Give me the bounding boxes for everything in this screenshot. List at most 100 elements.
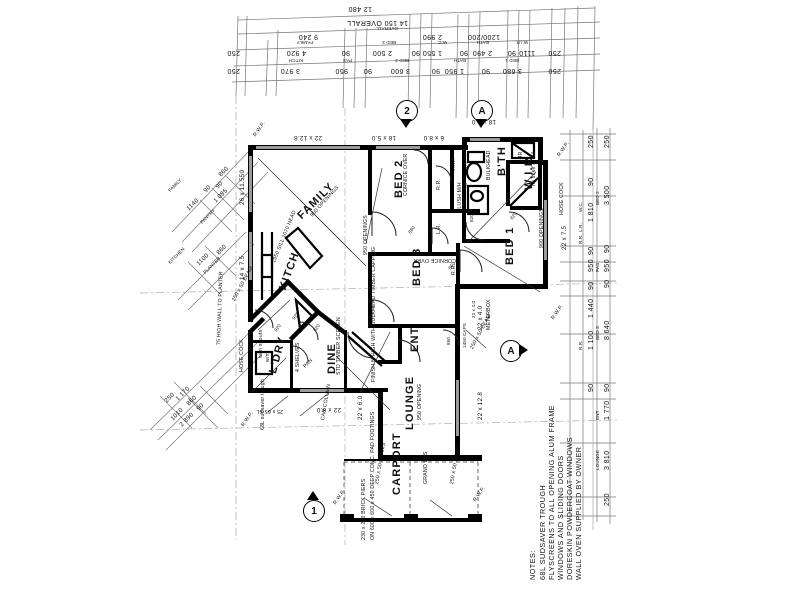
dim-top-r4-0: 250 bbox=[227, 67, 240, 74]
annotation-grano: GRANO B-/S bbox=[423, 451, 429, 484]
window-label-w-dine: 22 x 6.0 bbox=[316, 406, 341, 413]
wall-bed3-hall bbox=[368, 256, 372, 328]
room-label-lounge: LOUNGE bbox=[404, 375, 416, 430]
section-marker-arrow bbox=[519, 344, 528, 356]
dim-right-c0-6: 90 bbox=[604, 383, 611, 392]
room-label-bed3: BED 3 bbox=[411, 247, 423, 286]
annotation-hall-cornice: CORNICE OVER bbox=[413, 257, 456, 263]
dim-right-c1-1: 90 bbox=[588, 177, 595, 186]
annotation-ldry-spouts: w/m spouts bbox=[258, 329, 264, 358]
dim-top-r4-9: 250 bbox=[548, 67, 561, 74]
section-marker-1[interactable]: 1 bbox=[303, 491, 325, 522]
wall-ent-top bbox=[398, 324, 458, 328]
annotation-rwp-6: R.W.P. bbox=[550, 303, 565, 321]
dim-top-tag-10: BED 1 bbox=[505, 58, 519, 63]
window-label-w-left2: 14 x 7.5 bbox=[239, 255, 246, 280]
dim-top-r4-3: 90 bbox=[363, 67, 372, 74]
wall-family-bed2 bbox=[368, 149, 372, 215]
dim-right-c1-8: 90 bbox=[588, 383, 595, 392]
dim-top-r0-0: 12 480 bbox=[348, 5, 372, 12]
notes-line-3: DORESKIN POWDERCOAT WINDOWS bbox=[565, 436, 574, 580]
dim-top-tag-2: BED 2 bbox=[382, 40, 396, 45]
dim-top-r4-4: 3 600 bbox=[390, 67, 410, 74]
window-label-w-family: 22 x 12.8 bbox=[293, 134, 322, 141]
dim-interior-7: 900 bbox=[461, 182, 469, 192]
wall-ent-lounge bbox=[378, 360, 402, 364]
dim-top-r3-5: 1 550 bbox=[422, 49, 442, 56]
room-label-bed1: BED 1 bbox=[504, 226, 516, 265]
dim-left-tag-0: PANTRY bbox=[199, 207, 217, 225]
annotation-lounge-capping: FINISH 8' HIGH WITH BULKHEAD TIMBER CAPP… bbox=[371, 246, 377, 382]
annotation-rwp-5: R.W.P. bbox=[556, 140, 571, 158]
section-marker-circle: 1 bbox=[303, 500, 325, 522]
room-label-carport: CARPORT bbox=[391, 432, 403, 495]
dim-top-r3-1: 4 920 bbox=[286, 49, 306, 56]
dim-right-c1-6: 1 440 bbox=[588, 298, 595, 318]
dim-interior-3: 880 bbox=[407, 225, 417, 235]
window-left-kitch bbox=[249, 232, 252, 280]
dim-right-c0-7: 1 770 bbox=[604, 400, 611, 420]
dim-top-r3-0: 250 bbox=[227, 49, 240, 56]
annotation-bed2-cornice: CORNICE OVER bbox=[403, 153, 409, 196]
dim-interior-8: 920 bbox=[291, 311, 301, 321]
annotation-brick-piers: 230 x 230 BRICK PIERS bbox=[361, 478, 367, 540]
dim-top-r3-10: 250 bbox=[548, 49, 561, 56]
dim-top-r3-9: 1110 bbox=[518, 49, 535, 56]
dim-top-tag-9: BATH bbox=[453, 58, 466, 63]
window-bath-north bbox=[470, 138, 500, 141]
annotation-opening-900: 900 OPENINGS bbox=[539, 208, 545, 248]
window-label-w-lounge: 22 x 12.8 bbox=[477, 391, 484, 420]
dim-top-tag-7: PAS bbox=[342, 58, 352, 63]
annotation-beams-right: 250 x 50 BEAMS bbox=[449, 442, 463, 485]
window-label-w-right2: 22 x 4.0 bbox=[477, 305, 484, 330]
dim-interior-6: 820 bbox=[509, 211, 519, 221]
wall-lr-side bbox=[428, 213, 432, 253]
notes-line-2: WINDOWS AND SLIDING DOORS bbox=[556, 455, 565, 580]
wall-bed1-left bbox=[456, 243, 460, 289]
dim-top-r3-6: 90 bbox=[459, 49, 468, 56]
section-marker-arrow bbox=[307, 491, 319, 500]
wall-bed2-bed3 bbox=[368, 252, 460, 256]
section-marker-a[interactable]: A bbox=[471, 100, 493, 128]
wall-ldry-right bbox=[290, 340, 293, 390]
wall-wc bbox=[450, 149, 454, 213]
section-marker-arrow bbox=[475, 119, 487, 128]
dim-top-tag-6: KITCH bbox=[288, 58, 303, 63]
dim-right-tag-4: PAS bbox=[595, 262, 600, 272]
dim-interior-2: 850 bbox=[446, 337, 451, 345]
notes-line-0: 68L SUDSAVER TROUGH bbox=[538, 484, 547, 580]
dim-right-tag-5: BED 3 bbox=[595, 326, 600, 340]
dim-top-tag-1: FAMILY bbox=[296, 40, 313, 45]
annotation-dine-screen: STD TIMBER SCREEN bbox=[336, 317, 342, 375]
dim-top-tag-8: BED 3 bbox=[395, 58, 409, 63]
wall-lounge-top bbox=[378, 388, 388, 392]
wall-bath-bottom bbox=[462, 239, 510, 243]
dim-top-r3-2: 90 bbox=[341, 49, 350, 56]
window-label-w-bed2: 6 x 8.0 bbox=[423, 134, 444, 141]
annotation-opening-950a: 950 OPENINGS bbox=[363, 215, 369, 255]
dim-right-c1-2: 1 810 bbox=[588, 202, 595, 222]
dim-right-tag-7: ENT bbox=[595, 410, 600, 421]
window-lounge-east bbox=[456, 380, 459, 436]
dim-right-c0-8: 3 810 bbox=[604, 450, 611, 470]
dim-right-c0-0: 250 bbox=[604, 135, 611, 148]
dim-right-tag-2: L.R. bbox=[578, 223, 583, 232]
dim-top-r4-1: 3 970 bbox=[280, 67, 300, 74]
dim-left-diag-6: 860 bbox=[215, 243, 229, 257]
dim-right-c0-5: 8 640 bbox=[604, 320, 611, 340]
annotation-bth-tiled: tiled bbox=[505, 167, 511, 178]
section-marker-a[interactable]: A bbox=[500, 340, 528, 362]
section-marker-2[interactable]: 2 bbox=[396, 100, 418, 128]
dim-top-tag-3: W.C. bbox=[436, 40, 447, 45]
notes-title: NOTES: bbox=[528, 550, 537, 580]
dim-right-c1-0: 250 bbox=[588, 135, 595, 148]
annotation-rwp-4: R.W.P. bbox=[472, 485, 487, 503]
annotation-hose-cock-r: HOSE COCK bbox=[559, 182, 565, 215]
dim-interior-0: 22 x 4.0 bbox=[471, 300, 476, 318]
dim-left-diag-1: 1140 bbox=[185, 197, 201, 213]
dim-right-tag-6: R.R. bbox=[578, 340, 583, 350]
dim-interior-5: 820 bbox=[469, 214, 474, 222]
